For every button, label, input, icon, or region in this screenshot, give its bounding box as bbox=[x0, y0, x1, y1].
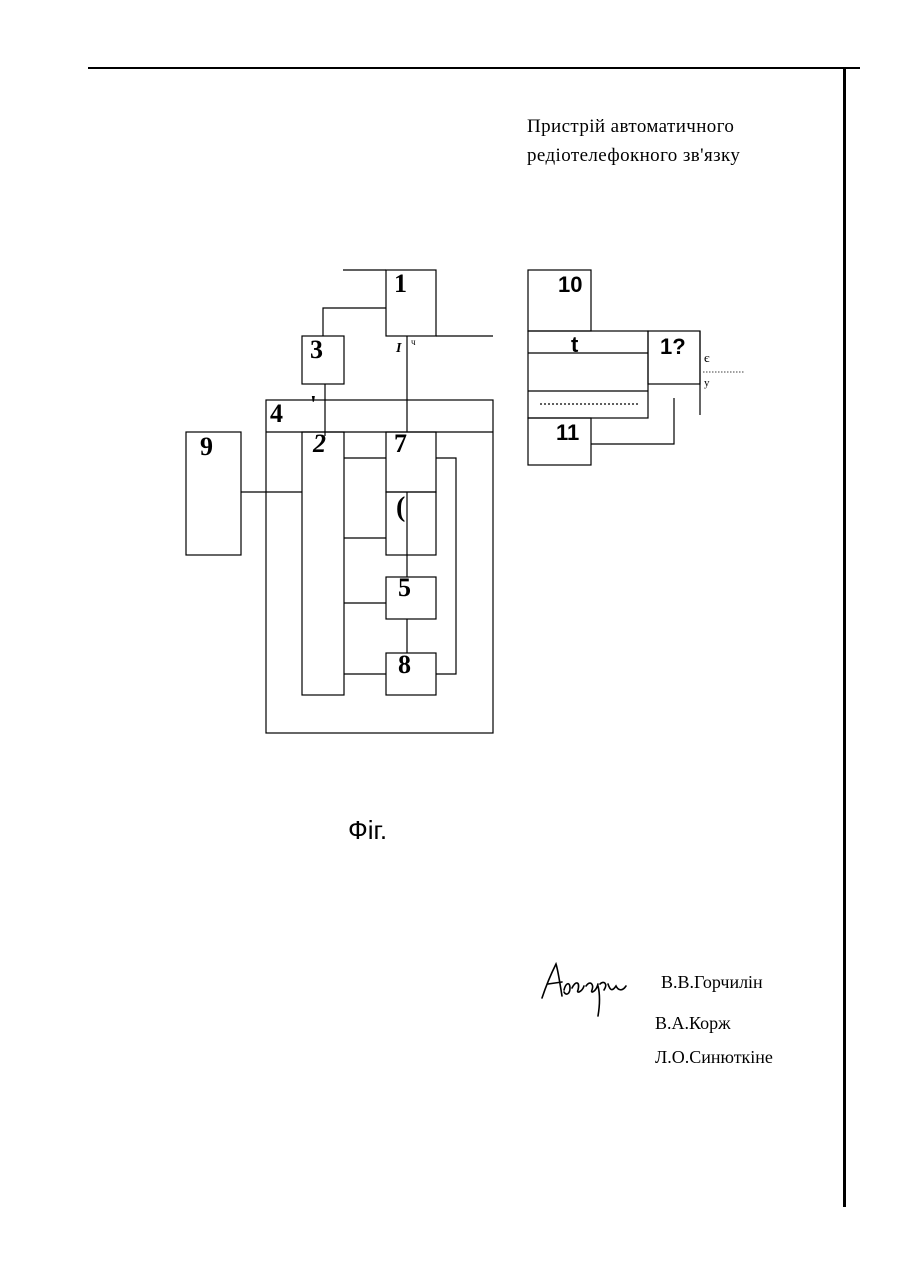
label-block-6: ( bbox=[396, 492, 405, 523]
author-name-3: Л.О.Синюткіне bbox=[655, 1047, 773, 1068]
label-block-1: 1 bbox=[394, 269, 407, 298]
author-name-2: В.А.Корж bbox=[655, 1013, 731, 1034]
block-2 bbox=[302, 432, 344, 695]
block-8 bbox=[386, 653, 436, 695]
label-block-8: 8 bbox=[398, 650, 411, 679]
block-t bbox=[528, 331, 648, 418]
label-block-4: 4 bbox=[270, 399, 283, 428]
label-block-9: 9 bbox=[200, 432, 213, 461]
label-block-10: 10 bbox=[558, 272, 582, 297]
mark-i: I bbox=[395, 341, 402, 356]
label-block-4-mark: ' bbox=[310, 392, 317, 418]
label-block-3: 3 bbox=[310, 335, 323, 364]
mark-e: є bbox=[704, 350, 710, 365]
block-5 bbox=[386, 577, 436, 619]
block-3 bbox=[302, 336, 344, 384]
block-4 bbox=[266, 400, 493, 733]
author-name-1: В.В.Горчилін bbox=[661, 972, 763, 993]
mark-ch: ч bbox=[411, 337, 416, 347]
label-block-2: 2 bbox=[312, 429, 326, 458]
signature-image bbox=[538, 960, 638, 1018]
label-block-5: 5 bbox=[398, 573, 411, 602]
block-6 bbox=[386, 492, 436, 555]
label-block-t: t bbox=[571, 332, 579, 357]
label-block-12: 1? bbox=[660, 334, 686, 359]
mark-y: у bbox=[704, 377, 710, 389]
label-block-11: 11 bbox=[556, 420, 579, 445]
label-block-7: 7 bbox=[394, 429, 407, 458]
figure-caption: Фіг. bbox=[348, 815, 387, 846]
block-9 bbox=[186, 432, 241, 555]
